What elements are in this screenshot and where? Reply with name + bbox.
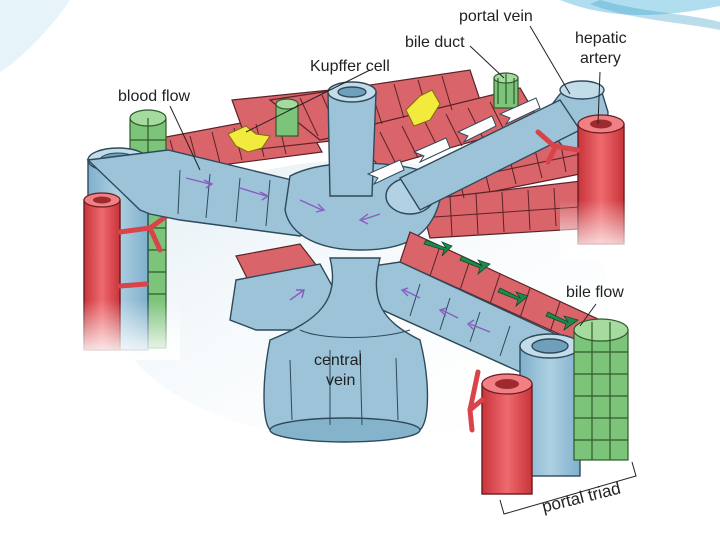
leader-blood-flow xyxy=(169,105,201,171)
label-blood-flow: blood flow xyxy=(118,88,191,105)
central-vein xyxy=(263,257,429,443)
label-leader-lines xyxy=(169,25,637,515)
leader-portal-vein xyxy=(529,25,571,95)
label-bile-duct: bile duct xyxy=(405,34,465,51)
leader-bile-duct xyxy=(469,45,505,79)
upper-vein-sleeve xyxy=(327,81,377,197)
kupffer-cells xyxy=(227,89,441,153)
blood-flow-arrows-white xyxy=(366,97,541,186)
sinusoid-left xyxy=(86,149,332,237)
slide-accent-wave xyxy=(560,0,720,16)
bile-duct-top xyxy=(275,72,519,137)
label-portal-vein: portal vein xyxy=(459,8,533,25)
leader-hepatic-artery xyxy=(597,71,601,125)
label-central-vein-line1: central xyxy=(314,352,363,369)
portal-triad-bracket xyxy=(499,461,637,515)
label-bile-flow: bile flow xyxy=(566,284,624,301)
label-hepatic-artery-line2: artery xyxy=(580,50,621,67)
label-hepatic-artery-line1: hepatic xyxy=(575,30,627,47)
bile-duct-right xyxy=(573,318,629,461)
label-central-vein-line2: vein xyxy=(326,372,356,389)
label-kupffer-cell: Kupffer cell xyxy=(310,58,390,75)
hepatic-artery-lower-right xyxy=(467,369,533,495)
blood-flow-arrows-purple xyxy=(185,177,491,333)
slide-accent-left xyxy=(0,0,70,72)
leader-bile-flow xyxy=(579,303,597,327)
bile-flow-arrows xyxy=(423,239,579,332)
leader-kupffer-cell xyxy=(245,69,371,133)
